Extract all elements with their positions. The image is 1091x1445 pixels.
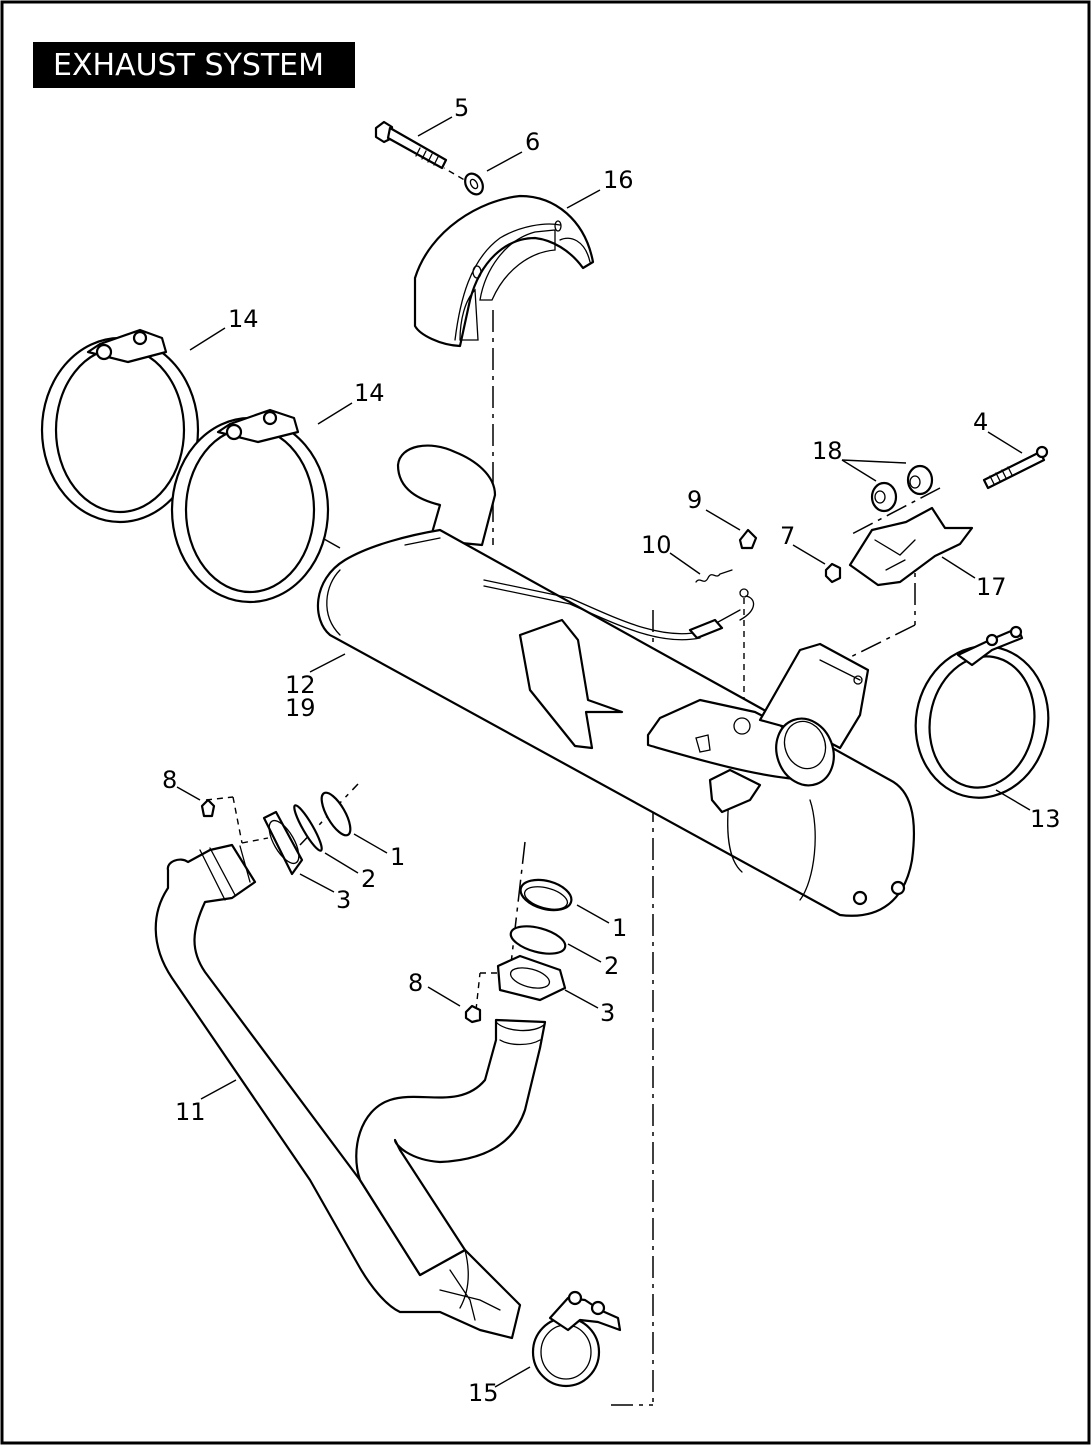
washer-icon — [464, 172, 484, 196]
header-pipe-icon — [154, 843, 547, 1340]
bolt-icon — [982, 445, 1049, 490]
callout-13: 13 — [1030, 805, 1061, 833]
clip-icon — [738, 528, 758, 550]
callout-9: 9 — [687, 486, 702, 514]
callout-18: 18 — [812, 437, 843, 465]
callout-8-upper: 8 — [162, 766, 177, 794]
spacer-icon — [870, 464, 934, 513]
spring-icon — [695, 569, 733, 583]
callout-14-rear: 14 — [354, 379, 385, 407]
leader-lines — [176, 116, 1031, 1388]
callout-10: 10 — [641, 531, 672, 559]
bracket-icon — [848, 506, 974, 587]
callout-8-lower: 8 — [408, 969, 423, 997]
callout-4: 4 — [973, 408, 988, 436]
callout-14-front: 14 — [228, 305, 259, 333]
callout-11: 11 — [175, 1098, 206, 1126]
callout-labels: 5 6 16 14 14 4 18 9 10 7 17 12 19 13 8 1… — [162, 94, 1061, 1407]
callout-2-lower: 2 — [604, 952, 619, 980]
callout-7: 7 — [780, 522, 795, 550]
callout-16: 16 — [603, 166, 634, 194]
callout-1-upper: 1 — [390, 843, 405, 871]
callout-12: 12 — [285, 671, 316, 699]
callout-2-upper: 2 — [361, 865, 376, 893]
muffler-icon — [316, 444, 916, 917]
band-clamp-icon — [914, 625, 1050, 799]
callout-3-upper: 3 — [336, 886, 351, 914]
band-clamp-icon — [40, 328, 200, 524]
bolt-icon — [374, 120, 448, 170]
page-title: EXHAUST SYSTEM — [53, 48, 324, 83]
callout-6: 6 — [525, 128, 540, 156]
callout-3-lower: 3 — [600, 999, 615, 1027]
nut-icon — [824, 562, 842, 584]
callout-1-lower: 1 — [612, 914, 627, 942]
title-background — [33, 42, 355, 88]
heat-shield-icon — [413, 194, 595, 348]
callout-15: 15 — [468, 1379, 499, 1407]
flange-set-lower — [464, 878, 573, 1024]
flange-set-upper — [200, 791, 352, 876]
callout-5: 5 — [454, 94, 469, 122]
callout-19: 19 — [285, 694, 316, 722]
title-block: EXHAUST SYSTEM — [33, 42, 355, 88]
callout-17: 17 — [976, 573, 1007, 601]
clamp-icon — [531, 1290, 622, 1388]
band-clamp-icon — [170, 408, 330, 604]
